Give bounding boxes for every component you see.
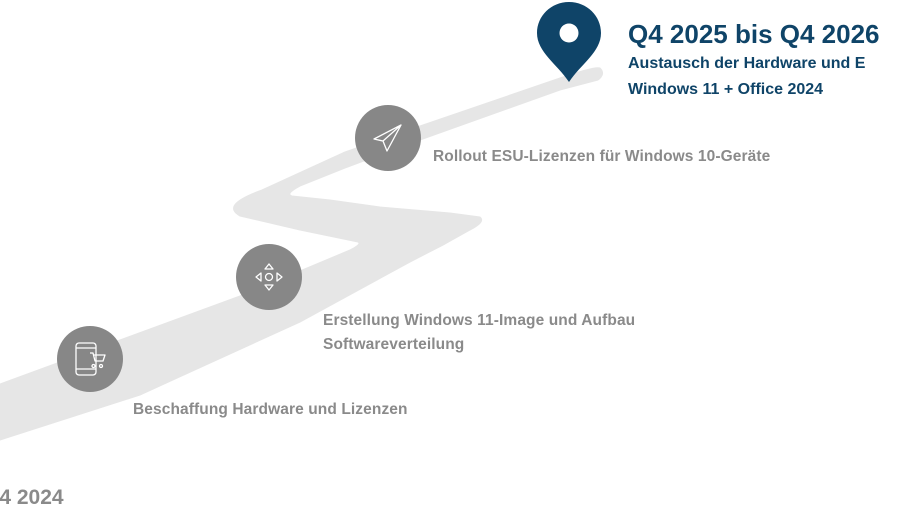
goal-subtitle-line1: Austausch der Hardware und E	[628, 55, 866, 72]
milestone-rollout-esu-label: Rollout ESU-Lizenzen für Windows 10-Gerä…	[433, 148, 771, 165]
goal-subtitle-line2: Windows 11 + Office 2024	[628, 81, 824, 98]
milestone-procurement-label: Beschaffung Hardware und Lizenzen	[133, 401, 408, 418]
milestone-windows11-image	[236, 244, 302, 310]
milestone-rollout-esu	[355, 105, 421, 171]
paper-plane-icon	[373, 124, 402, 152]
milestone-windows11-image-label-line2: Softwareverteilung	[323, 336, 465, 353]
move-arrows-icon	[255, 263, 283, 291]
milestone-procurement	[57, 326, 123, 392]
goal-title: Q4 2025 bis Q4 2026	[628, 19, 880, 49]
tablet-cart-icon	[75, 342, 106, 376]
map-pin-icon	[535, 0, 603, 89]
start-label: Q4 2024	[0, 486, 64, 509]
milestone-windows11-image-label-line1: Erstellung Windows 11-Image und Aufbau	[323, 312, 636, 329]
